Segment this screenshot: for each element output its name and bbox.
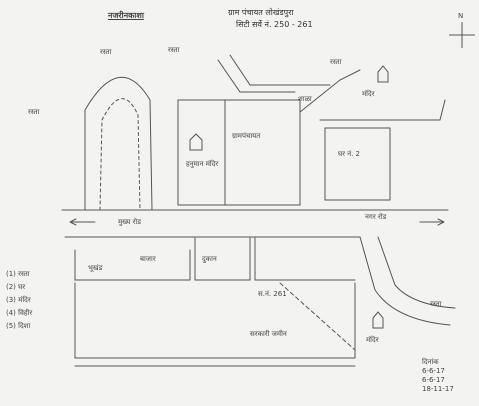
top-middle-road-2 <box>229 54 331 86</box>
main-road-arrow-right <box>419 218 445 226</box>
legend-item: (3) मंदिर <box>6 296 31 304</box>
place-house-right: घर नं. 2 <box>338 150 361 158</box>
map-title: नजरीनकाशा <box>108 11 144 20</box>
place-plot-mid2: दुकान <box>202 255 217 263</box>
place-plot-left: भूखंड <box>88 264 103 272</box>
place-temple-top-right: मंदिर <box>362 90 375 98</box>
compass-icon <box>449 22 475 48</box>
legend-item: (2) घर <box>6 283 26 291</box>
place-survey-area: सरकारी जमीन <box>250 330 287 338</box>
place-road-top-right: रस्ता <box>330 58 342 66</box>
right-block <box>324 127 391 201</box>
place-mandir-bottom: मंदिर <box>366 336 379 344</box>
lower-mid-block <box>194 237 251 281</box>
road-label-right: नगर रोड <box>365 213 387 221</box>
date-entry: 6-6-17 <box>422 367 445 375</box>
bottom-plot <box>74 282 356 359</box>
compass-north: N <box>458 12 464 20</box>
date-block: दिनांक 6-6-17 6-6-17 18-11-17 <box>422 358 454 394</box>
place-top-left-road: रस्ता <box>100 48 112 56</box>
place-school: शाळा <box>298 95 312 103</box>
date-entry: 6-6-17 <box>422 376 445 384</box>
header-line-1: ग्राम पंचायत लोखंडपुरा <box>228 8 294 17</box>
legend-item: (4) विहीर <box>6 309 33 317</box>
top-middle-road <box>217 59 296 93</box>
date-heading: दिनांक <box>422 358 439 366</box>
date-entry: 18-11-17 <box>422 385 454 393</box>
left-arch-road <box>84 76 153 211</box>
curve-road-inner <box>377 236 456 309</box>
legend: (1) रस्ता (2) घर (3) मंदिर (4) विहीर (5)… <box>6 268 76 333</box>
road-label-main: मुख्य रोड <box>118 218 141 226</box>
legend-item: (5) दिशा <box>6 322 31 330</box>
right-road-2 <box>319 99 446 121</box>
place-plot-sno: स.नं. 261 <box>258 290 287 298</box>
place-plot-mid: बाजार <box>140 255 156 263</box>
temple-icon <box>189 65 389 329</box>
place-hanuman-mandir: हनुमान मंदिर <box>186 160 219 168</box>
grampanchayat-block <box>177 99 301 206</box>
main-road-arrow <box>69 218 96 226</box>
legend-item: (1) रस्ता <box>6 270 30 278</box>
left-arch-road-inner <box>99 98 141 211</box>
bottom-plot-diagonal <box>279 282 356 351</box>
curve-road-outer <box>359 236 451 326</box>
lower-right-block <box>254 237 356 281</box>
place-grampanchayat: ग्रामपंचायत <box>232 132 261 140</box>
place-left-road: रस्ता <box>28 108 40 116</box>
header-line-2: सिटी सर्वे नं. 250 - 261 <box>236 20 313 29</box>
place-road-bottom-right: रस्ता <box>430 300 442 308</box>
right-road <box>299 69 361 113</box>
place-top-left-road-2: रस्ता <box>168 46 180 54</box>
lower-left-block <box>74 249 191 281</box>
